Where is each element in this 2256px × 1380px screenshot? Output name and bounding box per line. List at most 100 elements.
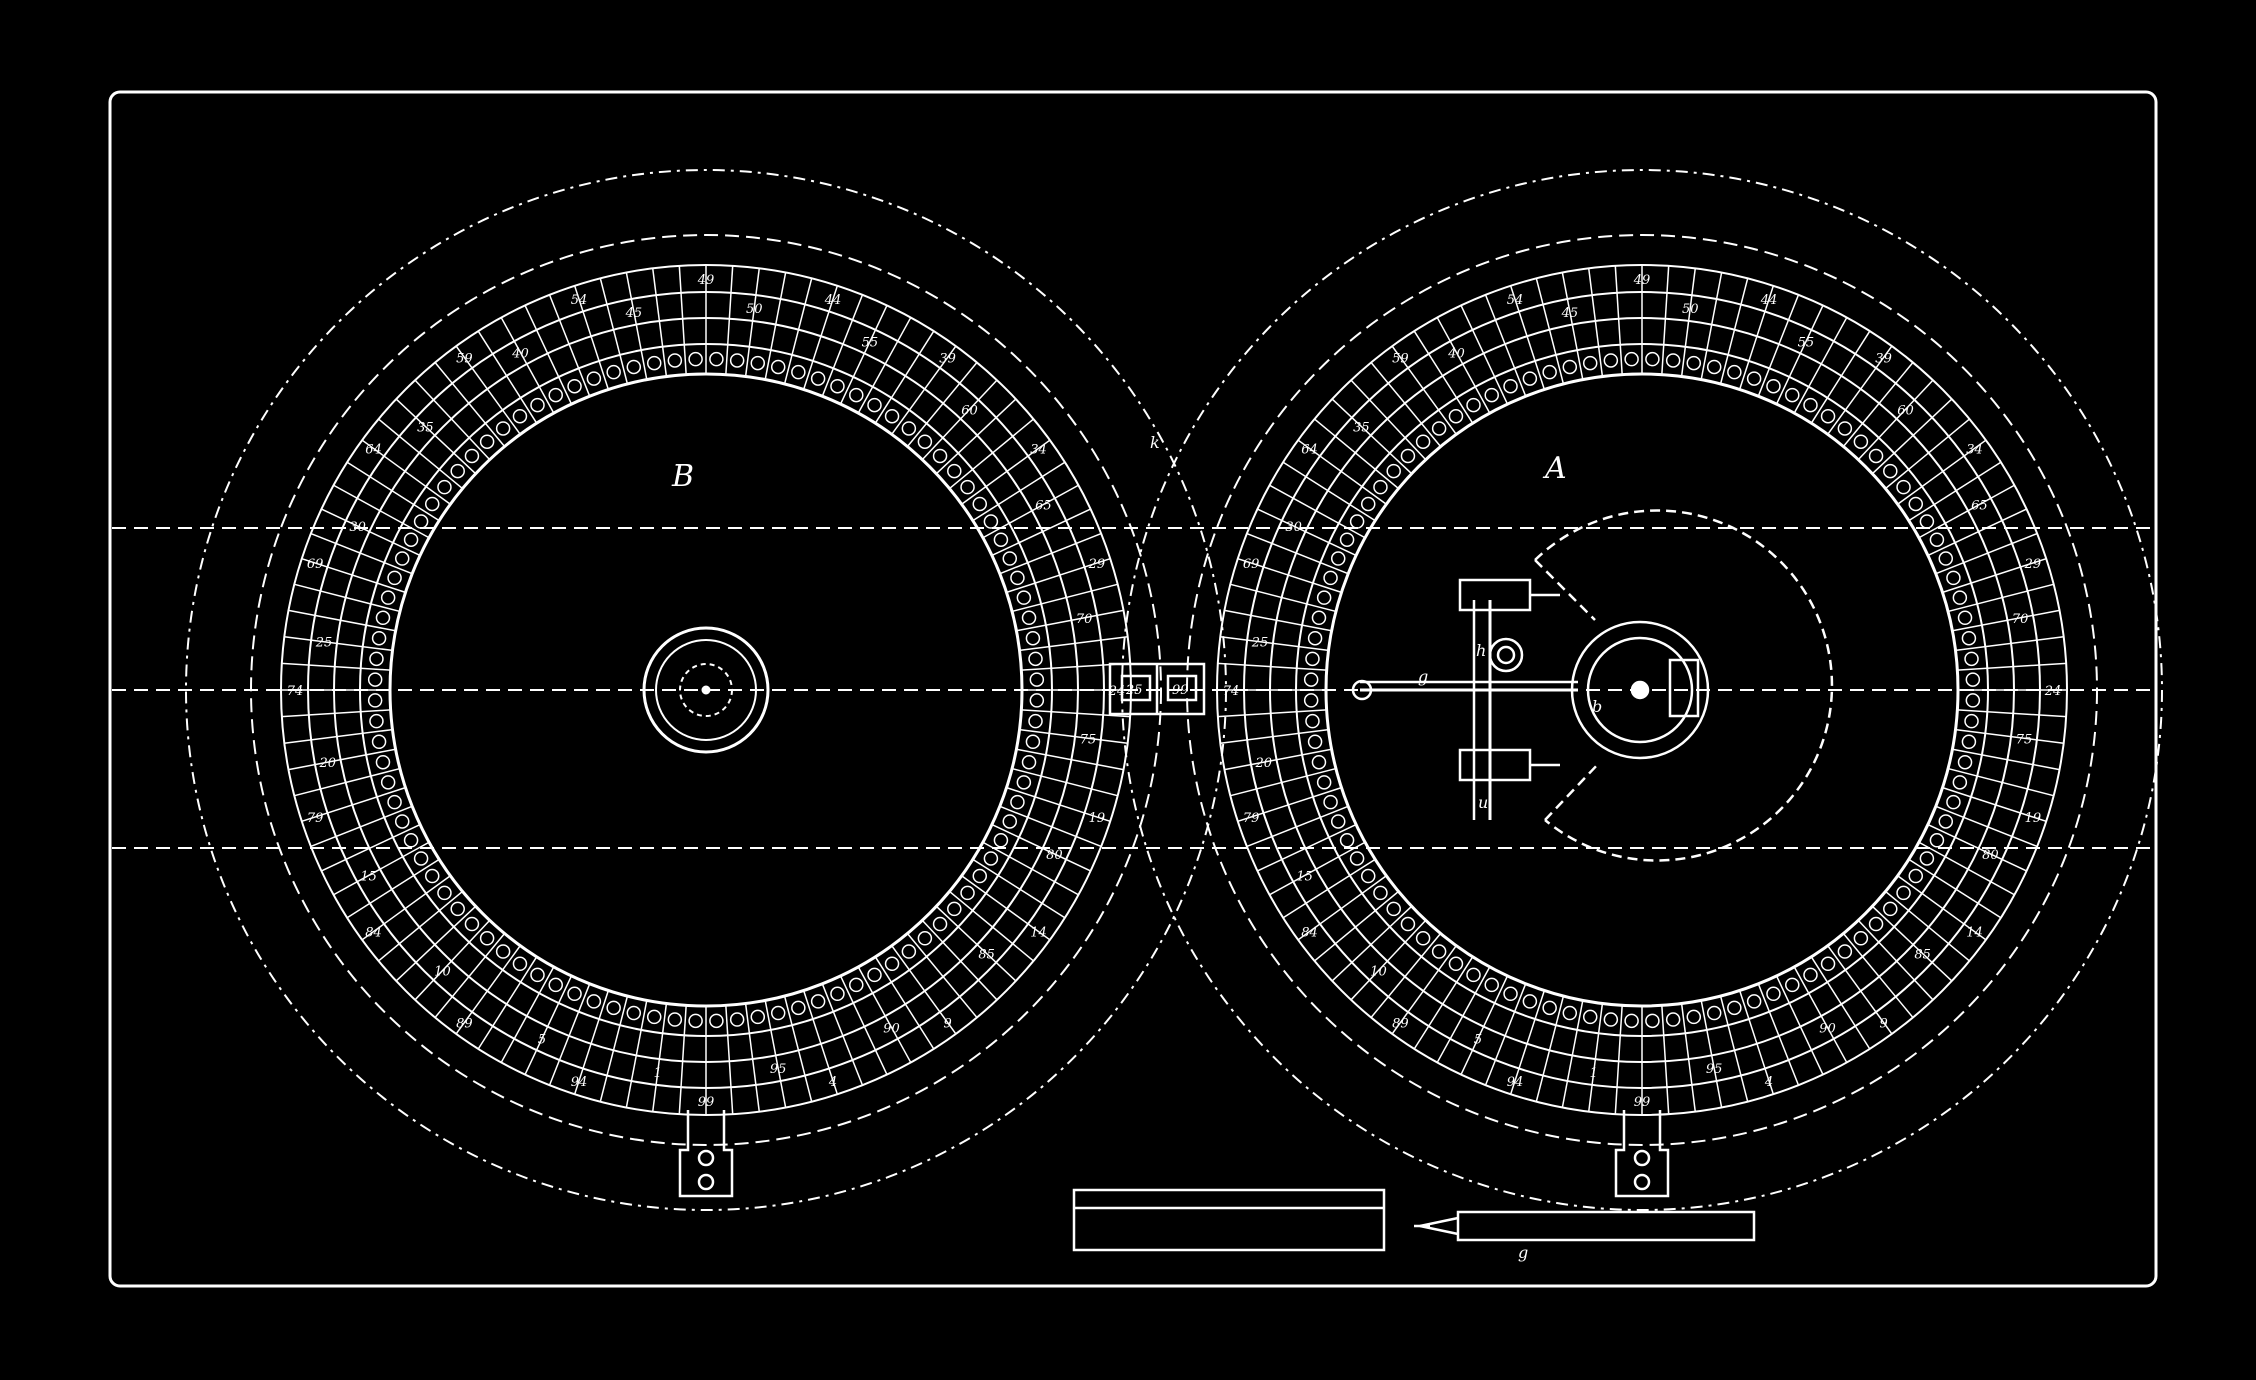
wheel-a-inner-number: 70	[2012, 612, 2029, 627]
wheel-a-hole	[1484, 977, 1499, 993]
wheel-b-inner-number: 95	[770, 1062, 787, 1077]
wheel-b-hole	[901, 944, 917, 959]
wheel-b-hole	[1028, 651, 1043, 667]
wheel-b-inner-number: 80	[1046, 848, 1063, 863]
wheel-b-hole	[586, 371, 602, 386]
wheel-b-hole	[810, 994, 826, 1009]
wheel-b-hub	[642, 626, 770, 754]
wheel-b-hole	[424, 496, 440, 512]
wheel-a-inner-number: 30	[1285, 520, 1302, 535]
wheel-b-hole	[830, 378, 845, 394]
wheel-a-hole	[1785, 977, 1800, 993]
guide-lines	[112, 527, 2154, 849]
wheel-b-hole	[464, 448, 480, 464]
wheel-a-outer-number: 9	[1879, 1017, 1887, 1032]
wheel-a-hole	[1746, 371, 1762, 386]
wheel-b-outer-number: 54	[571, 293, 588, 308]
wheel-b-hole	[688, 351, 703, 367]
crank-letter-h: h	[1476, 641, 1486, 660]
wheel-a-hole	[1938, 814, 1954, 829]
wheel-a-hole	[1820, 408, 1836, 424]
wheel-a-hole	[1303, 672, 1319, 687]
wheel-a-hole	[1952, 590, 1968, 605]
wheel-a-hole	[1316, 775, 1332, 790]
wheel-b-hole	[917, 434, 933, 449]
wheel-a-hole	[1665, 353, 1681, 368]
wheel-a-inner-number: 10	[1370, 965, 1387, 980]
wheel-b-inner-number: 45	[625, 306, 643, 321]
wheel-a-hole	[1339, 833, 1355, 848]
wheel-b-outer-number: 44	[824, 293, 842, 308]
wheel-a-hole	[1727, 1000, 1742, 1016]
wheel-a-hole	[1665, 1012, 1681, 1027]
wheel-b-hole	[750, 1009, 766, 1025]
wheel-b-hole	[1010, 794, 1025, 810]
wheel-b-hole	[1002, 814, 1018, 829]
wheel-b-hole	[867, 967, 882, 983]
wheel-a-inner-number: 80	[1982, 848, 1999, 863]
wheel-a-hole	[1484, 387, 1499, 403]
wheel-b-hole	[403, 532, 419, 547]
wheel-a-outer-number: 34	[1966, 442, 1983, 457]
wheel-a: 4944393429241914949994898479746964595450…	[1121, 169, 2163, 1211]
wheel-b-inner-dashed-circle	[250, 234, 1162, 1146]
wheel-a-inner-number: 75	[2016, 732, 2033, 747]
wheel-b-inner-number: 35	[417, 420, 434, 435]
wheel-a-hole	[1645, 351, 1660, 367]
wheel-a-hole	[1400, 916, 1416, 932]
wheel-b-hole	[1021, 610, 1037, 626]
wheel-a-hole	[1562, 1005, 1578, 1021]
wheel-b-hole	[791, 1000, 806, 1016]
wheel-a-inner-number: 25	[1251, 636, 1269, 651]
wheel-b-outer-number: 34	[1030, 442, 1047, 457]
wheel-a-hole	[1431, 944, 1447, 959]
wheel-b-hole	[972, 868, 988, 884]
wheel-a-hole	[1542, 1000, 1557, 1016]
wheel-b-outer-number: 39	[939, 351, 956, 366]
wheel-a-hole	[1330, 814, 1346, 829]
wheel-a-hole	[1908, 868, 1924, 884]
wheel-b-hole	[729, 353, 745, 368]
wheel-a-hole	[1965, 693, 1981, 708]
wheel-a-hole	[1415, 931, 1431, 946]
wheel-b-hole	[479, 931, 495, 946]
wheel-a-inner-number: 15	[1296, 869, 1313, 884]
wheel-b-hole	[424, 868, 440, 884]
wheel-b-hole	[830, 986, 845, 1002]
wheel-b-hole	[567, 378, 582, 394]
wheel-b-hole	[960, 885, 975, 901]
wheel-a-outer-number: 69	[1243, 557, 1260, 572]
wheel-a-hole	[1785, 387, 1800, 403]
wheel-a-hole	[1896, 479, 1911, 495]
connector-left-value: 25	[1125, 683, 1143, 698]
wheel-a-hole	[1373, 479, 1388, 495]
wheel-a-hole	[1415, 434, 1431, 449]
wheel-b-hole	[437, 479, 452, 495]
wheel-a-hole	[1853, 931, 1869, 946]
wheel-b-hole	[530, 967, 545, 983]
wheel-a-hole	[1853, 434, 1869, 449]
wheel-b-outer-number: 79	[307, 811, 324, 826]
wheel-a-inner-number: 40	[1447, 347, 1465, 362]
wheel-b-hole	[495, 944, 511, 959]
wheel-a-inner-number: 55	[1798, 336, 1815, 351]
link-letter-k: k	[1150, 433, 1160, 452]
wheel-a-hole	[1896, 885, 1911, 901]
stylus-tool	[1414, 1210, 1756, 1242]
wheel-a-inner-number: 95	[1706, 1062, 1723, 1077]
wheel-b-outer-number: 49	[697, 273, 715, 288]
wheel-a-hole	[1400, 448, 1416, 464]
wheel-a-inner-number: 45	[1561, 306, 1579, 321]
wheel-b-inner-number: 90	[883, 1021, 900, 1036]
wheel-a-outer-number: 49	[1633, 273, 1651, 288]
wheel-b-hole	[709, 1013, 724, 1029]
wheel-a-hole	[1883, 901, 1898, 917]
wheel-b-outer-number: 14	[1030, 926, 1047, 941]
wheel-b-hole	[606, 364, 621, 380]
wheel-a-hole	[1603, 1012, 1619, 1027]
wheel-b-hole	[983, 851, 999, 866]
wheel-a-hole	[1919, 851, 1935, 866]
wheel-b-hole	[606, 1000, 621, 1016]
wheel-a-hole	[1349, 851, 1365, 866]
wheel-a-hole	[1542, 364, 1557, 380]
